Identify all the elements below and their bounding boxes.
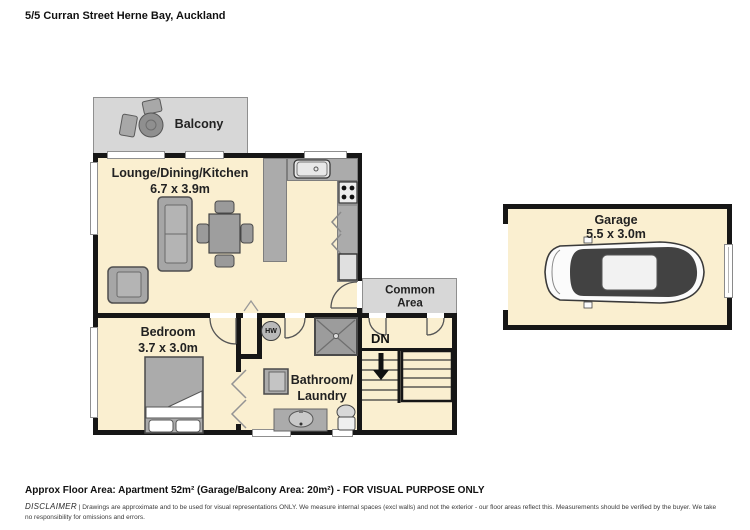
fridge-icon (338, 253, 358, 281)
door-arc-bathroom (284, 317, 306, 339)
garage-wall (503, 204, 732, 209)
wall-segment (257, 318, 262, 358)
disclaimer: DISCLAIMER | Drawings are approximate an… (25, 501, 717, 522)
wall-segment (452, 313, 457, 435)
vanity-sink-icon (273, 408, 328, 432)
wall-segment (236, 424, 241, 430)
wall-segment (93, 153, 98, 435)
dining-set-icon (196, 200, 254, 268)
balcony-label: Balcony (174, 116, 224, 131)
door-arc-stair-left (368, 317, 387, 336)
disclaimer-label: DISCLAIMER (25, 502, 77, 511)
closet-door-chevron (243, 299, 259, 312)
garage-door (724, 244, 733, 298)
window (107, 151, 165, 159)
stair-edge-wall (362, 348, 452, 351)
down-arrow-icon (373, 353, 389, 380)
kitchen-island (263, 158, 287, 262)
disclaimer-text: | Drawings are approximate and to be use… (25, 504, 717, 521)
shower-icon (314, 317, 358, 356)
stairs-down-label: DN (371, 331, 390, 346)
washing-machine-icon (263, 368, 289, 395)
toilet-icon (336, 404, 356, 431)
page-title: 5/5 Curran Street Herne Bay, Auckland (25, 10, 226, 22)
door-arc-bedroom (209, 317, 237, 345)
door-arc-entry (330, 281, 358, 309)
balcony-table-icon (119, 98, 164, 138)
bathroom-label-line1: Bathroom/ (290, 372, 354, 387)
door-gap-bathroom (285, 313, 305, 318)
cabinet-door-chevrons (330, 204, 357, 255)
garage-wall (727, 204, 732, 246)
staircase (362, 348, 454, 403)
hot-water-cylinder: HW (261, 321, 281, 341)
door-gap-entry (357, 281, 362, 308)
wall-segment (241, 354, 262, 359)
window (90, 327, 98, 418)
door-gap-closet (243, 313, 257, 318)
window (185, 151, 224, 159)
door-arc-stair-right (426, 317, 445, 336)
lounge-dims: 6.7 x 3.9m (150, 181, 210, 196)
floor-area-summary: Approx Floor Area: Apartment 52m² (Garag… (25, 485, 485, 496)
sofa-icon (157, 196, 193, 272)
window (252, 429, 291, 437)
stove-icon (338, 181, 358, 204)
garage-label: Garage (594, 212, 638, 227)
window (90, 162, 98, 235)
bathroom-label-line2: Laundry (297, 388, 347, 403)
kitchen-sink-icon (293, 159, 331, 179)
door-gap-stair-right (427, 313, 444, 318)
bedroom-dims: 3.7 x 3.0m (138, 340, 198, 355)
common-area-label-line2: Area (397, 297, 423, 310)
wall-segment (362, 313, 457, 318)
door-gap-bedroom (210, 313, 236, 318)
wall-segment (93, 153, 362, 158)
garage-dims: 5.5 x 3.0m (586, 226, 646, 241)
wall-segment (236, 318, 241, 372)
door-gap-stair-left (369, 313, 386, 318)
garage-wall (503, 325, 732, 330)
hw-label: HW (265, 327, 277, 335)
bed-icon (144, 356, 204, 434)
bedroom-label: Bedroom (140, 324, 196, 339)
wardrobe-door-chevrons (230, 369, 247, 429)
garage-wall (727, 296, 732, 330)
garage-wall (503, 310, 508, 330)
lounge-label: Lounge/Dining/Kitchen (111, 165, 249, 180)
common-area-label-line1: Common (385, 284, 435, 297)
armchair-icon (107, 266, 149, 304)
car-icon (544, 236, 705, 309)
garage-wall (503, 204, 508, 224)
